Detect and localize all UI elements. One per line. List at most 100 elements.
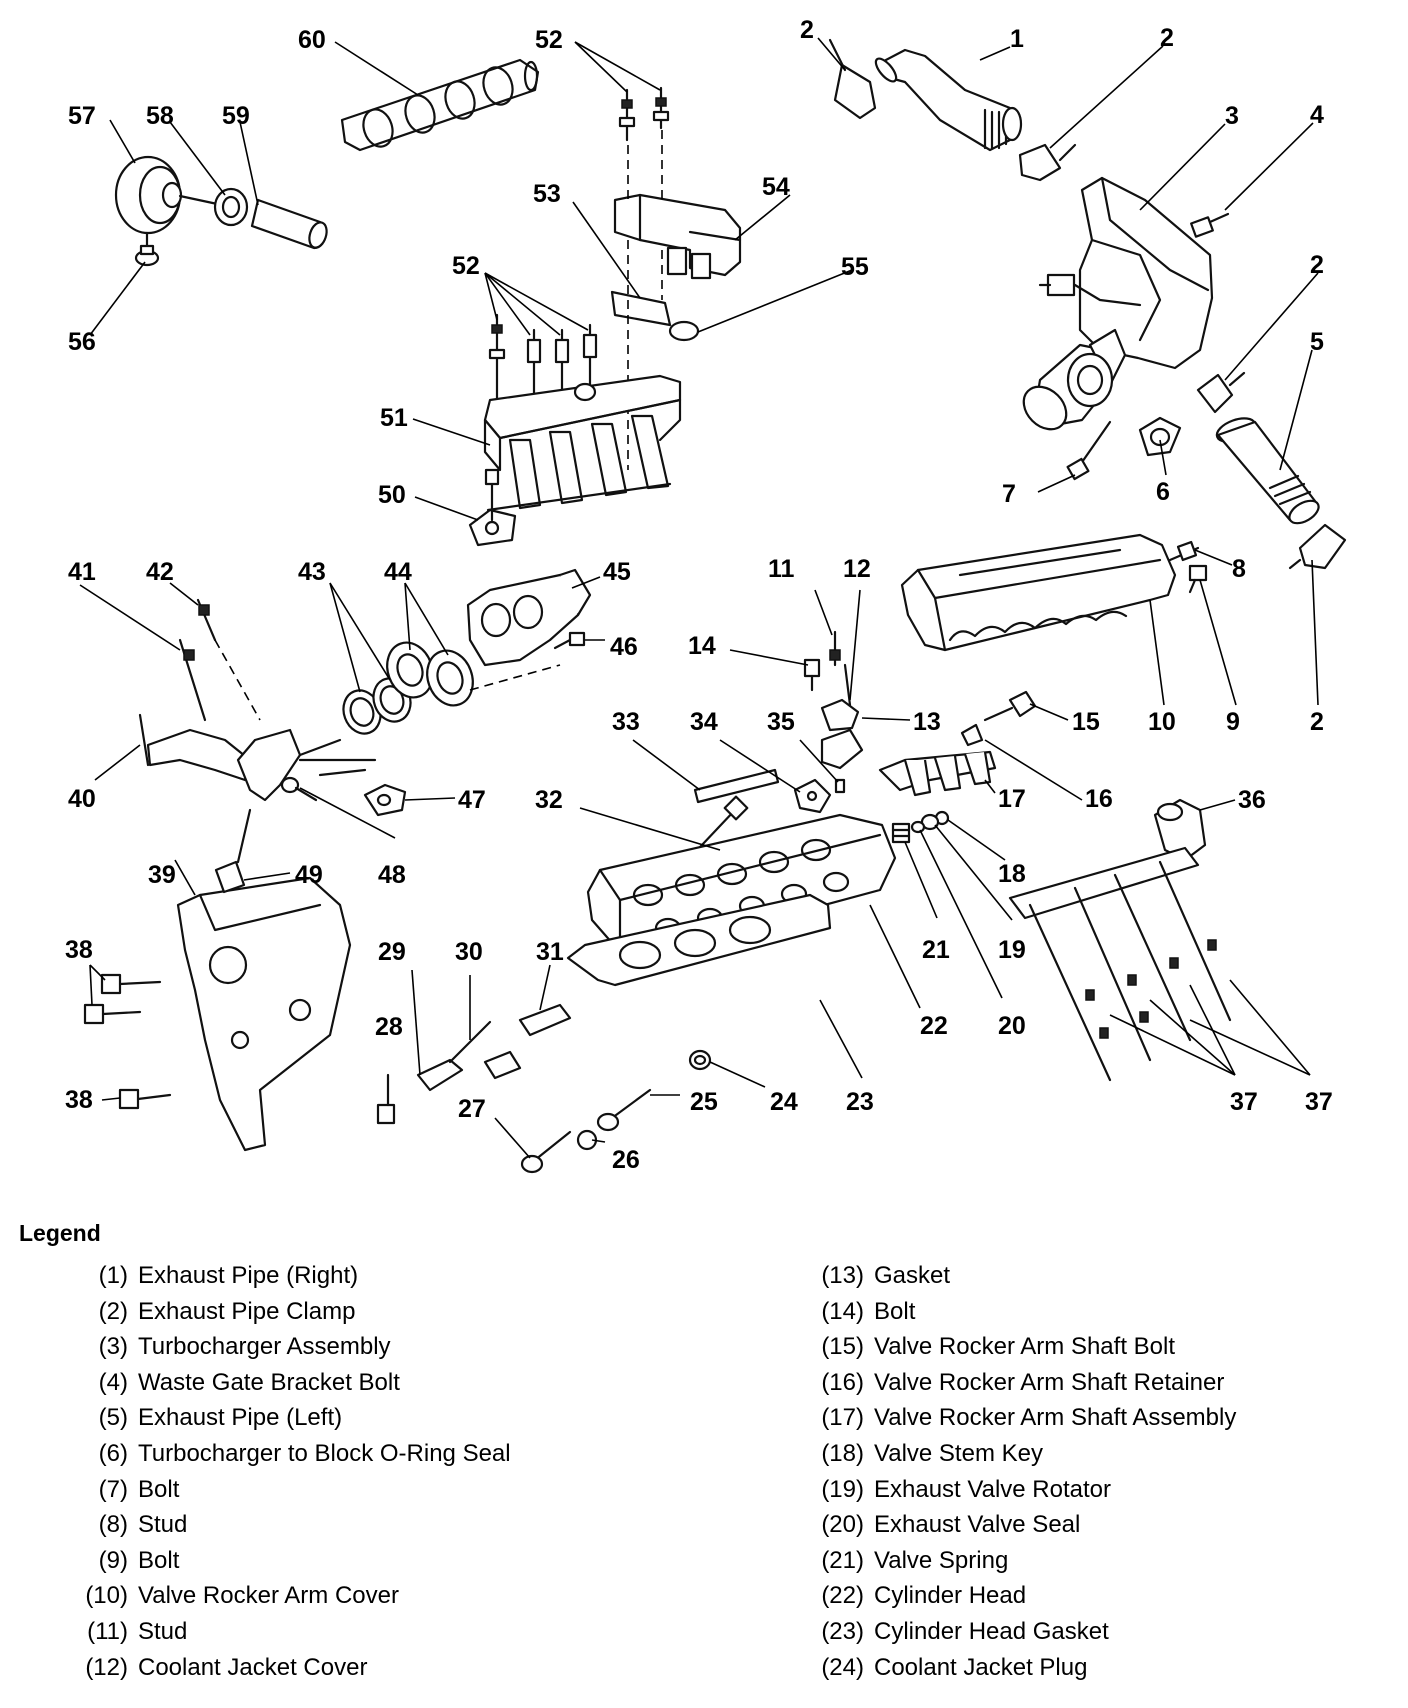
legend-item-number: (9) — [98, 1546, 128, 1574]
legend-title: Legend — [19, 1220, 101, 1246]
callout: 1 — [1010, 25, 1024, 53]
callout: 58 — [146, 102, 174, 130]
callout: 53 — [533, 180, 561, 208]
callout: 15 — [1072, 708, 1100, 736]
callout: 27 — [458, 1095, 486, 1123]
part-59-hose — [250, 198, 328, 250]
legend-item-number: (21) — [821, 1546, 864, 1574]
legend-item: (18) Valve Stem Key — [802, 1440, 1236, 1476]
callout: 29 — [378, 938, 406, 966]
callout: 26 — [612, 1146, 640, 1174]
part-2-clamp-mid-right — [1196, 371, 1246, 414]
part-33-pushrod — [693, 768, 780, 804]
legend-item-number: (11) — [87, 1617, 128, 1645]
legend-item-number: (14) — [821, 1297, 864, 1325]
part-7-bolt — [1066, 420, 1112, 481]
legend-item: (2)Exhaust Pipe Clamp — [66, 1298, 511, 1334]
callout: 55 — [841, 253, 869, 281]
legend-item: (14)Bolt — [802, 1298, 1236, 1334]
legend-item-number: (13) — [821, 1262, 864, 1289]
legend-item-label: Coolant Jacket Plug — [874, 1653, 1088, 1681]
part-9-bolt — [1188, 564, 1208, 594]
part-4-bolt — [1190, 212, 1230, 238]
callout: 17 — [998, 785, 1026, 813]
legend-item: (21)Valve Spring — [802, 1547, 1236, 1583]
callout: 19 — [998, 936, 1026, 964]
part-27-valve — [520, 1130, 572, 1174]
legend-item-label: Cylinder Head — [874, 1582, 1027, 1610]
callout: 34 — [690, 708, 718, 736]
part-30-pushrod — [448, 1020, 492, 1064]
exploded-view-diagram: 1 2 2 3 4 2 5 6 7 8 9 2 10 11 12 13 14 1… — [65, 16, 1347, 1174]
callout: 41 — [68, 558, 96, 586]
part-10-rocker-cover — [900, 533, 1177, 652]
callout: 5 — [1310, 328, 1324, 356]
part-25-valve — [596, 1088, 652, 1132]
callout: 54 — [762, 173, 790, 201]
legend-item: (9)Bolt — [66, 1547, 511, 1583]
legend-item-label: Coolant Jacket Cover — [138, 1653, 368, 1681]
part-29-rocker-arm — [416, 1058, 464, 1092]
part-40-pipe-fitting — [138, 713, 252, 782]
callout: 2 — [1310, 251, 1324, 279]
legend-item-number: (2) — [98, 1297, 128, 1325]
legend-item-label: Exhaust Pipe (Right) — [138, 1262, 359, 1289]
part-40-elbow — [236, 728, 377, 802]
callout: 13 — [913, 708, 941, 736]
legend-item-number: (20) — [821, 1511, 864, 1539]
callout: 33 — [612, 708, 640, 736]
part-50-flange — [468, 468, 517, 547]
legend-item-number: (6) — [98, 1439, 128, 1467]
legend-item: (19)Exhaust Valve Rotator — [802, 1476, 1236, 1512]
part-16-shaft-retainer — [960, 723, 984, 747]
part-22-cylinder-head — [586, 813, 897, 954]
part-35-pin — [834, 778, 846, 794]
legend-item: (8)Stud — [66, 1511, 511, 1547]
callout: 28 — [375, 1013, 403, 1041]
callout: 8 — [1232, 555, 1246, 583]
legend-item-label: Valve Rocker Arm Shaft Assembly — [874, 1404, 1237, 1432]
part-drawings — [83, 38, 1347, 1174]
callout: 9 — [1226, 708, 1240, 736]
callout: 59 — [222, 102, 250, 130]
leader-lines — [79, 37, 1319, 1159]
legend-item-number: (1) — [98, 1262, 128, 1289]
legend-item-label: Valve Stem Key — [874, 1439, 1043, 1467]
legend-item: (12)Coolant Jacket Cover — [66, 1654, 511, 1690]
legend-item-number: (24) — [821, 1653, 864, 1681]
legend-item-label: Turbocharger Assembly — [138, 1333, 391, 1361]
part-24-coolant-jacket-plug — [688, 1049, 712, 1071]
part-2-clamp-top-right — [1018, 143, 1077, 182]
callout: 38 — [65, 936, 93, 964]
legend-item: (7)Bolt — [66, 1476, 511, 1512]
part-42-stud — [196, 598, 261, 721]
legend-item-number: (10) — [85, 1582, 128, 1610]
legend-item-number: (18) — [821, 1439, 864, 1467]
legend-item-number: (16) — [821, 1368, 864, 1396]
callout: 22 — [920, 1012, 948, 1040]
part-13-gasket — [820, 728, 864, 770]
callout: 45 — [603, 558, 631, 586]
legend-item-number: (3) — [98, 1333, 128, 1361]
callout: 38 — [65, 1086, 93, 1114]
legend-item-label: Exhaust Valve Seal — [874, 1511, 1081, 1539]
legend-item-number: (23) — [821, 1617, 864, 1645]
callout: 23 — [846, 1088, 874, 1116]
part-20-exhaust-valve-seal — [910, 820, 926, 834]
part-2-clamp-top-left — [828, 38, 877, 120]
part-28-fitting — [376, 1073, 396, 1125]
callout: 48 — [378, 861, 406, 889]
part-2-clamp-bottom-right — [1288, 523, 1347, 570]
part-21-valve-spring — [891, 822, 911, 844]
callout: 49 — [295, 861, 323, 889]
part-58-clamp — [213, 187, 249, 227]
callout: 35 — [767, 708, 795, 736]
legend-item-label: Stud — [138, 1617, 188, 1645]
callout: 14 — [688, 632, 716, 660]
callout: 12 — [843, 555, 871, 583]
legend-item-label: Cylinder Head Gasket — [874, 1617, 1109, 1645]
part-5-exhaust-pipe-left — [1215, 417, 1320, 525]
legend-item-label: Exhaust Valve Rotator — [874, 1475, 1112, 1503]
legend-item-label: Valve Rocker Arm Shaft Retainer — [874, 1368, 1225, 1396]
legend-column-right: (13)Gasket (14)Bolt (15)Valve Rocker Arm… — [802, 1262, 1236, 1689]
